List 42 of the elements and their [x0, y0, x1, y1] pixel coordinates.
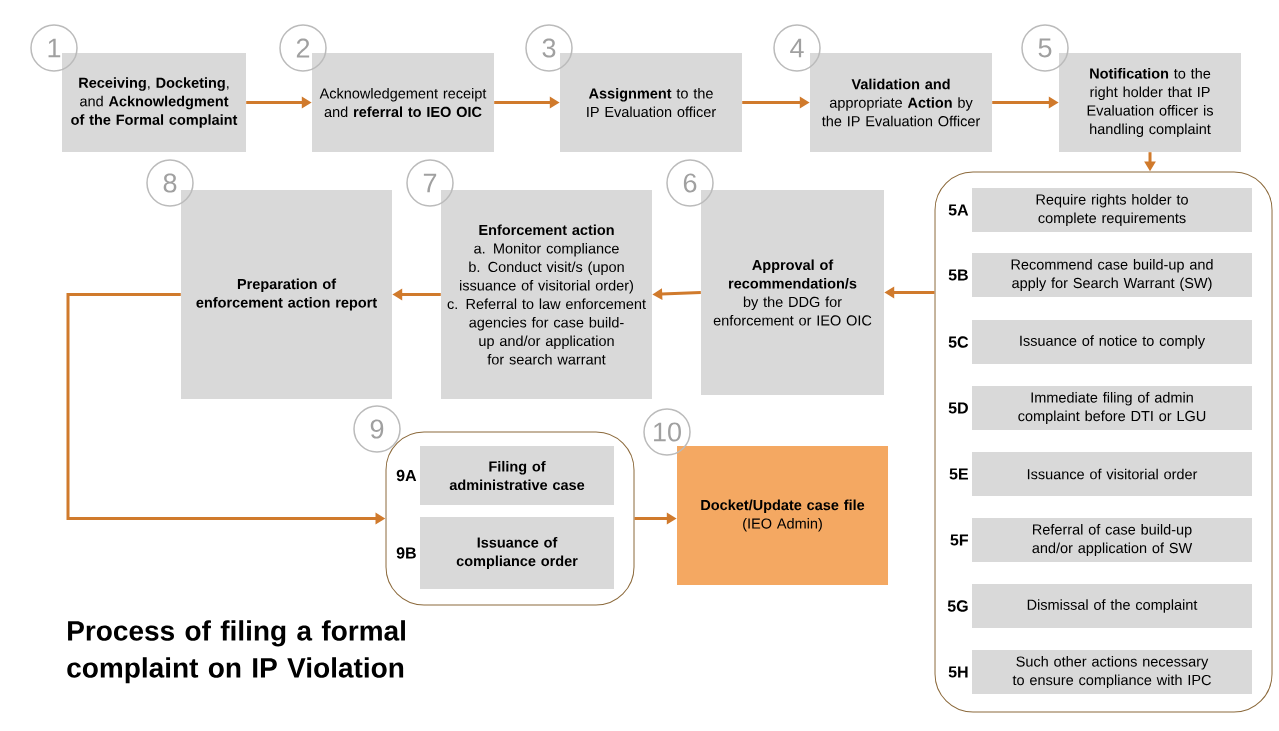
option-box: Such other actions necessary to ensure compliance with IPC [972, 650, 1252, 694]
step-number: 5 [1021, 24, 1069, 72]
title: Process of filing a formal complaint on IP Violation [67, 620, 405, 684]
step-number: 1 [30, 24, 78, 72]
option-box: Immediate filing of admin complaint before DTI or LGU [972, 386, 1252, 430]
step-number: 10 [643, 408, 691, 456]
process-box: Notification to the right holder that IP Evaluation officer is handling complaint [1059, 53, 1241, 152]
step-number: 3 [525, 24, 573, 72]
step-number: 6 [666, 159, 714, 207]
option-tag: 5A [948, 204, 969, 216]
option-box: Issuance of notice to comply [972, 320, 1252, 364]
option-tag: 5E [949, 468, 968, 480]
option-tag: 9B [396, 547, 416, 559]
step-number: 2 [279, 24, 327, 72]
option-box: Issuance of visitorial order [972, 452, 1252, 496]
process-box: Enforcement action a. Monitor compliance b. Conduct visit/s (upon issuance of visitorial order) c. Referral to law enforcement agencies for case build-up and/or application for search warrant [441, 190, 652, 399]
option-tag: 5G [947, 600, 968, 612]
option-box: Referral of case build-up and/or application of SW [972, 518, 1252, 562]
option-box: Issuance of compliance order [420, 517, 614, 589]
group-outline [934, 171, 1273, 713]
step-number: 8 [146, 159, 194, 207]
option-tag: 9A [396, 469, 417, 482]
process-box: Assignment to the IP Evaluation officer [560, 53, 742, 152]
step-number: 4 [773, 24, 821, 72]
step-number: 9 [353, 405, 401, 453]
process-box: Approval of recommendation/s by the DDG for enforcement or IEO OIC [701, 190, 884, 395]
process-box: Docket/Update case file (IEO Admin) [677, 446, 888, 585]
option-box: Require rights holder to complete requirements [972, 188, 1252, 232]
option-tag: 5H [948, 666, 968, 678]
process-box: Receiving, Docketing, and Acknowledgment of the Formal complaint [62, 53, 246, 152]
option-tag: 5F [950, 534, 969, 546]
option-tag: 5B [948, 269, 968, 281]
step-number: 7 [406, 159, 454, 207]
option-box: Dismissal of the complaint [972, 584, 1252, 628]
option-box: Recommend case build-up and apply for Search Warrant (SW) [972, 253, 1252, 297]
option-tag: 5D [948, 402, 968, 414]
group-outline [385, 431, 635, 606]
option-box: Filing of administrative case [420, 446, 614, 505]
process-box: Preparation of enforcement action report [181, 190, 392, 399]
process-box: Validation and appropriate Action by the IP Evaluation Officer [810, 53, 992, 152]
option-tag: 5C [948, 336, 969, 348]
process-box: Acknowledgement receipt and referral to IEO OIC [312, 53, 494, 152]
